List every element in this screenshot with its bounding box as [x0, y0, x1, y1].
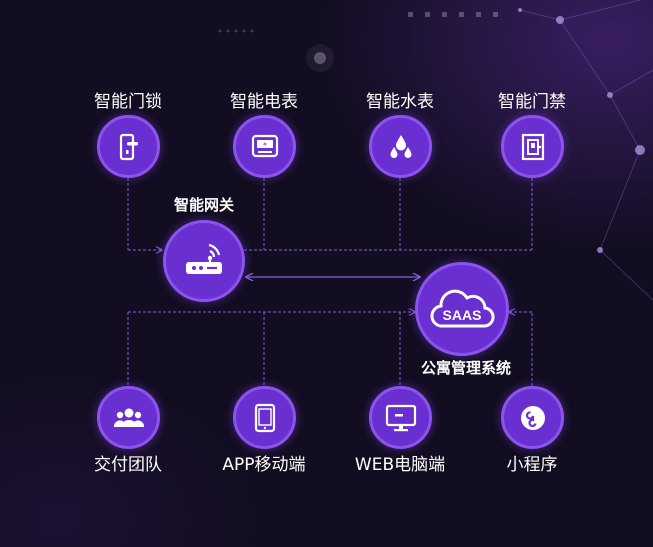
- tablet-icon: [254, 403, 275, 432]
- mini-program-node: [501, 386, 564, 449]
- saas-label: 公寓管理系统: [420, 359, 512, 377]
- saas-badge-text: SAAS: [442, 307, 482, 323]
- client-label-app: APP移动端: [222, 455, 306, 475]
- client-label-web: WEB电脑端: [354, 455, 446, 475]
- device-label-water-meter: 智能水表: [366, 92, 434, 112]
- client-label-team: 交付团队: [94, 455, 162, 475]
- access-control-icon: [521, 133, 544, 160]
- cloud-icon: [430, 289, 495, 328]
- device-label-door-lock: 智能门锁: [94, 92, 162, 112]
- gateway-node: [163, 220, 245, 302]
- device-label-access-control: 智能门禁: [498, 92, 566, 112]
- router-icon: [186, 243, 222, 274]
- mini-program-icon: [520, 405, 545, 430]
- water-meter-node: [369, 115, 432, 178]
- water-meter-icon: [390, 134, 411, 158]
- electric-meter-icon: [251, 134, 278, 157]
- app-node: [233, 386, 296, 449]
- door-lock-icon: [119, 133, 138, 160]
- device-label-electric-meter: 智能电表: [230, 92, 298, 112]
- web-node: [369, 386, 432, 449]
- electric-meter-node: [233, 115, 296, 178]
- client-label-mini-program: 小程序: [506, 455, 558, 475]
- saas-node: SAAS: [415, 262, 509, 356]
- monitor-icon: [385, 404, 416, 431]
- door-lock-node: [97, 115, 160, 178]
- gateway-label: 智能网关: [173, 196, 235, 214]
- access-control-node: [501, 115, 564, 178]
- team-node: [97, 386, 160, 449]
- team-icon: [113, 408, 144, 427]
